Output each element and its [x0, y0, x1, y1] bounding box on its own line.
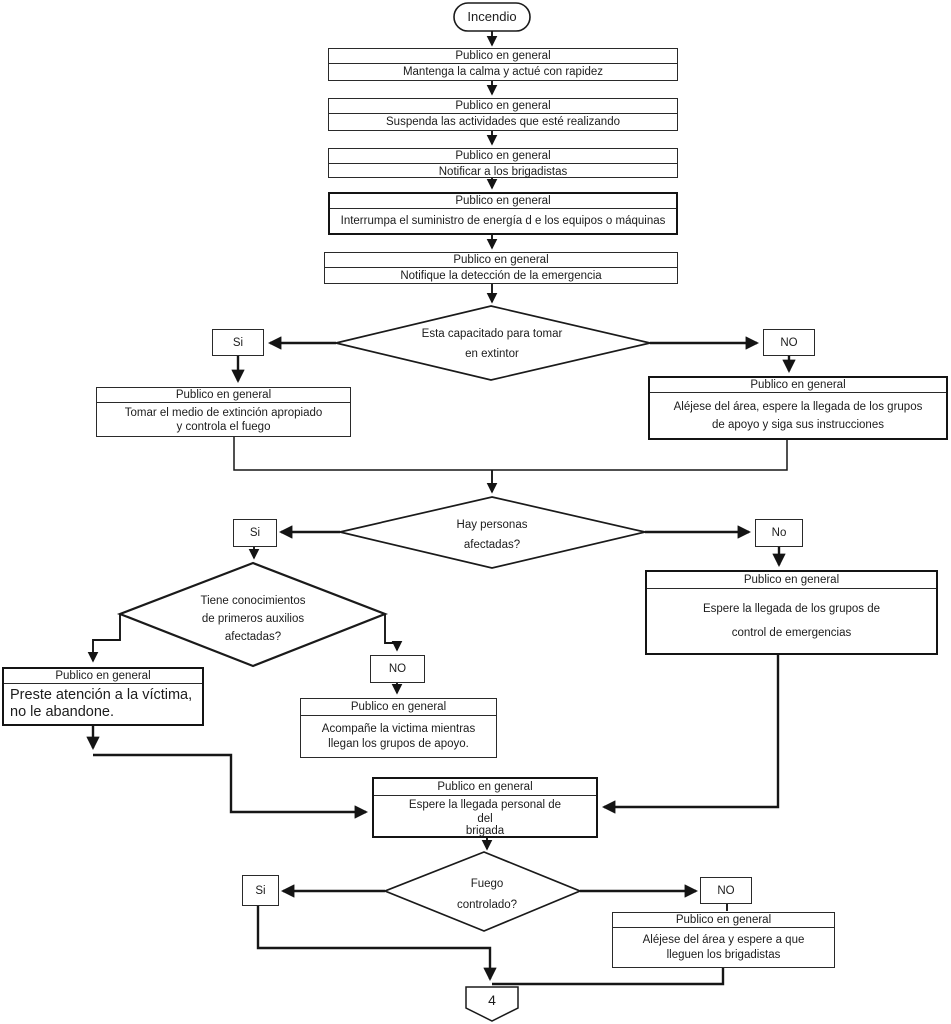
process-tomar-body: Tomar el medio de extinción apropiado y …: [124, 406, 323, 433]
process-alejese1-header: Publico en general: [650, 378, 946, 393]
process-preste-body: Preste atención a la víctima, no le aban…: [10, 687, 193, 720]
process-notificar-header: Publico en general: [329, 149, 677, 164]
process-alejese2-body: Aléjese del área y espere a que lleguen …: [642, 933, 805, 961]
arrow-auxilios-si-to-preste: [87, 614, 121, 663]
process-preste-header: Publico en general: [4, 669, 202, 684]
decision-auxilios-shape: [116, 561, 389, 668]
process-espere-grupos: Publico en general Espere la llegada de …: [645, 570, 938, 655]
answer-no-auxilios: NO: [370, 655, 425, 683]
process-tomar-header: Publico en general: [97, 388, 350, 403]
decision-auxilios-label: Tiene conocimientos de primeros auxilios…: [200, 595, 306, 643]
process-notifique-header: Publico en general: [325, 253, 677, 268]
process-suspenda: Publico en general Suspenda las activida…: [328, 98, 678, 131]
process-notificar-body: Notificar a los brigadistas: [438, 166, 568, 178]
offpage-connector-shape: [465, 986, 519, 1022]
process-alejese1-body: Aléjese del área, espere la llegada de l…: [673, 400, 923, 431]
process-espere-personal-header: Publico en general: [374, 779, 596, 796]
process-calma: Publico en general Mantenga la calma y a…: [328, 48, 678, 81]
process-preste: Publico en general Preste atención a la …: [2, 667, 204, 726]
arrow-grupos-to-espere-personal: [601, 655, 780, 814]
decision-fuego-shape: [382, 851, 583, 932]
process-interrumpa-body: Interrumpa el suministro de energía d e …: [340, 215, 666, 227]
process-alejese2-header: Publico en general: [613, 913, 834, 928]
process-notifique: Publico en general Notifique la detecció…: [324, 252, 678, 284]
decision-extintor-shape: [335, 305, 651, 381]
process-espere-grupos-header: Publico en general: [647, 572, 936, 589]
process-interrumpa: Publico en general Interrumpa el suminis…: [328, 192, 678, 235]
answer-si-fuego: Si: [242, 875, 279, 906]
arrow-preste-to-espere-personal: [93, 753, 369, 819]
process-notifique-body: Notifique la detección de la emergencia: [400, 270, 602, 282]
process-suspenda-header: Publico en general: [329, 99, 677, 114]
decision-extintor-label: Esta capacitado para tomar en extintor: [421, 328, 563, 360]
process-espere-grupos-body: Espere la llegada de los grupos de contr…: [702, 603, 881, 639]
process-suspenda-body: Suspenda las actividades que esté realiz…: [386, 116, 620, 128]
decision-personas-shape: [339, 496, 646, 569]
process-alejese1: Publico en general Aléjese del área, esp…: [648, 376, 948, 440]
process-calma-body: Mantenga la calma y actué con rapidez: [402, 66, 604, 78]
answer-no-extintor: NO: [763, 329, 815, 356]
decision-fuego-label: Fuego controlado?: [456, 878, 518, 911]
answer-no-personas: No: [755, 519, 803, 547]
answer-no-fuego: NO: [700, 877, 752, 904]
process-acompane-body: Acompañe la victima mientras llegan los …: [321, 722, 476, 750]
process-notificar: Publico en general Notificar a los briga…: [328, 148, 678, 178]
process-espere-personal: Publico en general Espere la llegada per…: [372, 777, 598, 838]
answer-si-extintor: Si: [212, 329, 264, 356]
process-tomar: Publico en general Tomar el medio de ext…: [96, 387, 351, 437]
process-calma-header: Publico en general: [329, 49, 677, 64]
decision-personas-label: Hay personas afectadas?: [456, 519, 528, 551]
process-espere-personal-body: Espere la llegada personal de del brigad…: [408, 799, 562, 837]
process-interrumpa-header: Publico en general: [330, 194, 676, 209]
process-acompane-header: Publico en general: [301, 699, 496, 716]
start-terminator-label: Incendio: [467, 9, 517, 24]
arrow-si-to-connector: [256, 906, 497, 982]
line-alejese2-to-connector: [492, 968, 725, 986]
arrow-auxilios-no: [384, 614, 403, 652]
merge-line: [233, 437, 788, 471]
process-acompane: Publico en general Acompañe la victima m…: [300, 698, 497, 758]
process-alejese2: Publico en general Aléjese del área y es…: [612, 912, 835, 968]
answer-si-personas: Si: [233, 519, 277, 547]
offpage-connector-label: 4: [488, 992, 496, 1008]
